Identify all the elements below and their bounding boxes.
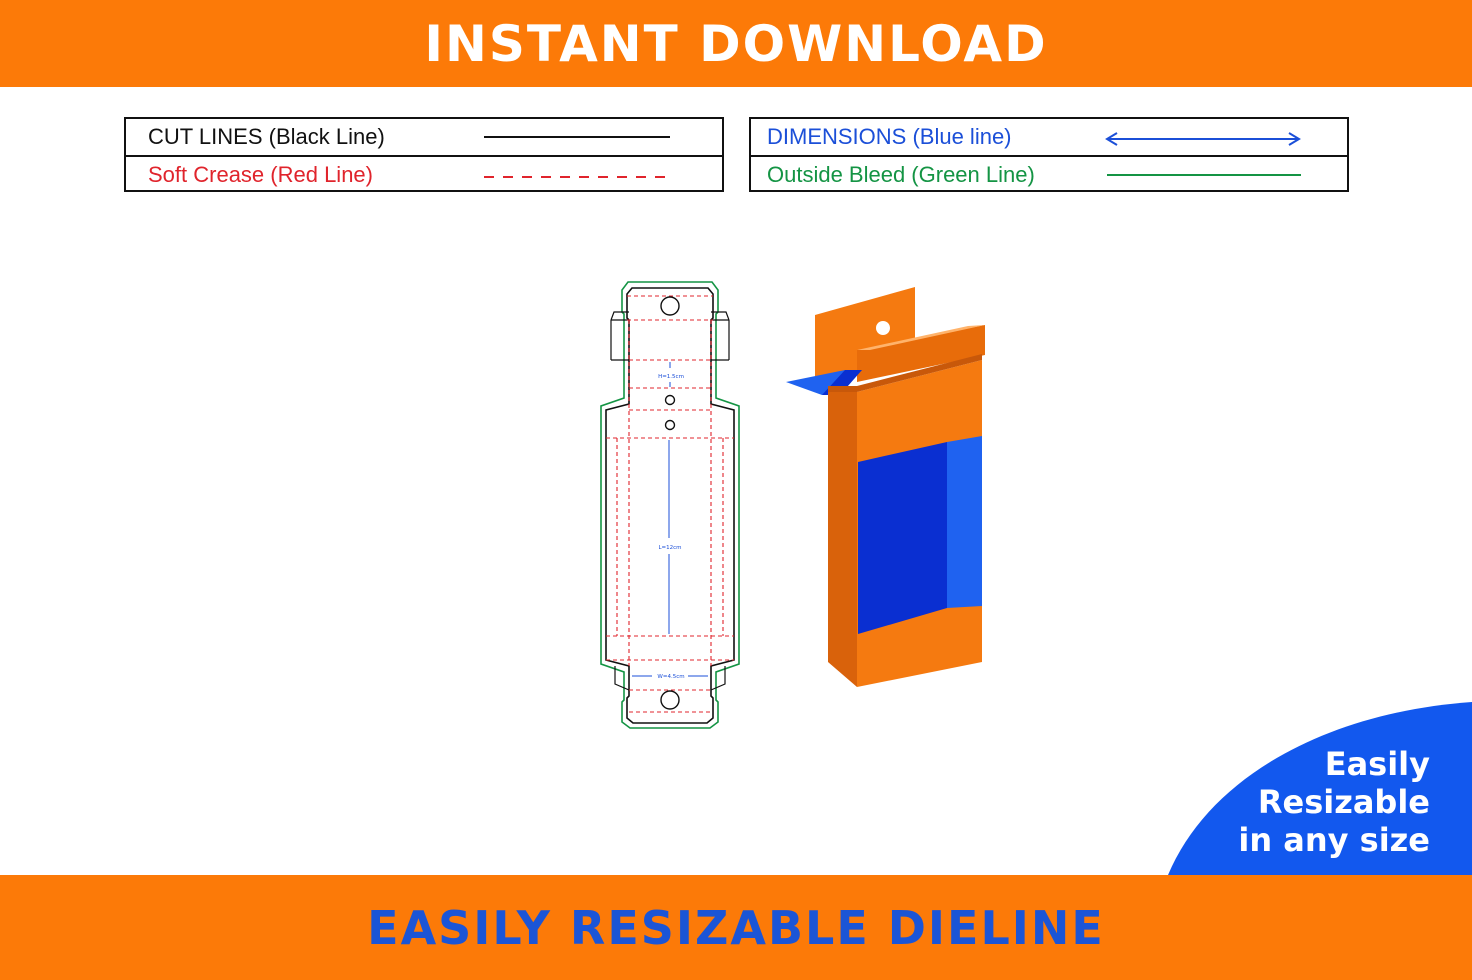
badge-line-1: Easily: [1324, 745, 1430, 783]
legend-dimensions-label: DIMENSIONS (Blue line): [767, 124, 1012, 149]
hanger-holes: [660, 296, 680, 710]
badge-text: Easily Resizable in any size: [1238, 745, 1430, 859]
dim-width-label: W=4.5cm: [657, 674, 684, 680]
legend-bleed: Outside Bleed (Green Line): [751, 155, 1347, 193]
legend-cut-label: CUT LINES (Black Line): [148, 124, 385, 149]
top-edge: [828, 354, 982, 392]
top-back-wall: [857, 325, 985, 382]
legend-right: DIMENSIONS (Blue line) Outside Bleed (Gr…: [749, 117, 1349, 192]
legend-bleed-label: Outside Bleed (Green Line): [767, 162, 1035, 187]
banner-title: INSTANT DOWNLOAD: [424, 14, 1048, 73]
crease-lines: [606, 295, 734, 713]
bleed-outline: [600, 281, 740, 729]
legend-dimensions: DIMENSIONS (Blue line): [751, 119, 1347, 155]
cut-line-sample: [484, 136, 670, 138]
window-blue-light: [947, 436, 982, 608]
resizable-badge: [1168, 702, 1472, 875]
legend-cut-lines: CUT LINES (Black Line): [126, 119, 722, 155]
top-inner-edge: [857, 325, 985, 350]
dim-length-label: L=12cm: [658, 545, 681, 551]
badge-line-3: in any size: [1238, 821, 1430, 859]
side-panel: [828, 392, 857, 687]
top-banner: INSTANT DOWNLOAD: [0, 0, 1472, 87]
crease-line-sample: [484, 176, 670, 178]
bottom-banner: EASILY RESIZABLE DIELINE: [0, 875, 1472, 980]
dieline-template: H=1.5cm L=12cm W=4.5cm: [600, 281, 740, 729]
legend-left: CUT LINES (Black Line) Soft Crease (Red …: [124, 117, 724, 192]
footer-title: EASILY RESIZABLE DIELINE: [367, 900, 1105, 955]
dimension-arrow-sample: [1105, 132, 1301, 146]
cut-outline: [605, 287, 735, 724]
legend-soft-crease: Soft Crease (Red Line): [126, 155, 722, 193]
cut-notches: [610, 311, 730, 691]
dim-height-label: H=1.5cm: [658, 374, 684, 380]
dimension-lines: [632, 362, 708, 677]
box-mockup: [786, 287, 985, 687]
window-blue: [858, 442, 947, 634]
hanger-hole: [876, 321, 890, 335]
bleed-line-sample: [1107, 174, 1301, 176]
legend-crease-label: Soft Crease (Red Line): [148, 162, 373, 187]
badge-line-2: Resizable: [1257, 783, 1430, 821]
